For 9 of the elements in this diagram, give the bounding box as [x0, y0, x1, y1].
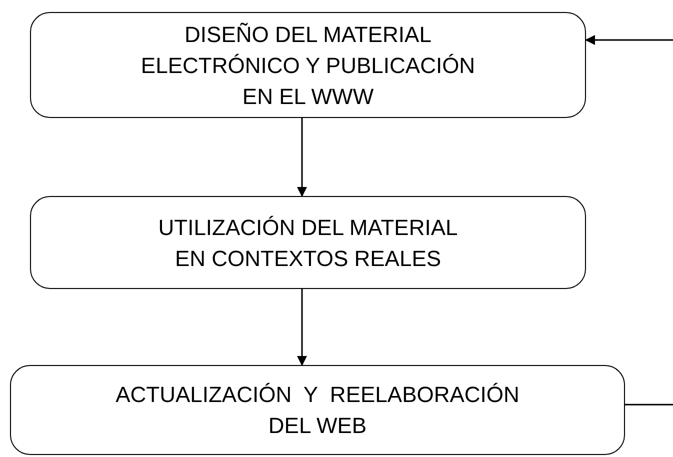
process-box [10, 365, 625, 455]
box-text: ACTUALIZACIÓN Y REELABORACIÓN DEL WEB [114, 381, 520, 440]
process-box [30, 12, 586, 118]
process-box [30, 196, 586, 289]
arrow [297, 118, 307, 197]
arrow [585, 35, 673, 406]
arrow [297, 289, 307, 366]
box-text: DISEÑO DEL MATERIAL ELECTRÓNICO Y PUBLICACIÓN EN EL WWW [140, 20, 476, 110]
box-text: UTILIZACIÓN DEL MATERIAL EN CONTEXTOS REALES [157, 214, 459, 272]
